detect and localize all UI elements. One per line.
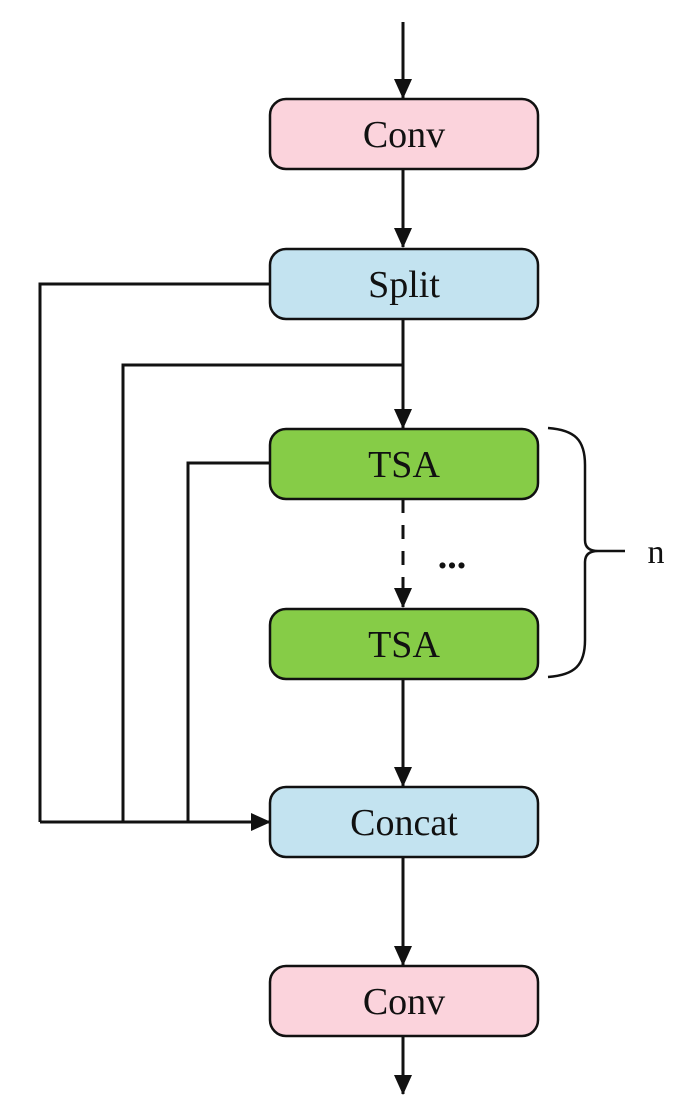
concat-label: Concat — [350, 802, 458, 844]
skip-tsa-to-concat — [186, 461, 270, 822]
skip-split-to-concat — [38, 282, 270, 822]
tsa-2-box — [268, 607, 540, 681]
conv-top-box — [268, 97, 540, 171]
edges — [38, 22, 412, 1095]
repeat-count-label: n — [648, 534, 665, 571]
conv-top-label: Conv — [363, 114, 445, 156]
tsa-2-label: TSA — [368, 624, 440, 666]
node-tsa-1: TSA — [268, 427, 540, 501]
node-conv-bottom: Conv — [268, 964, 540, 1038]
node-conv-top: Conv — [268, 97, 540, 171]
concat-box — [268, 785, 540, 859]
split-label: Split — [368, 264, 440, 306]
split-box — [268, 247, 540, 321]
repeat-ellipsis: ... — [438, 535, 467, 577]
tsa-1-label: TSA — [368, 444, 440, 486]
node-split: Split — [268, 247, 540, 321]
tsa-1-box — [268, 427, 540, 501]
repeat-brace — [547, 426, 599, 679]
conv-bottom-label: Conv — [363, 981, 445, 1023]
conv-bottom-box — [268, 964, 540, 1038]
skip-branch-to-concat — [121, 363, 403, 822]
node-tsa-2: TSA — [268, 607, 540, 681]
node-concat: Concat — [268, 785, 540, 859]
